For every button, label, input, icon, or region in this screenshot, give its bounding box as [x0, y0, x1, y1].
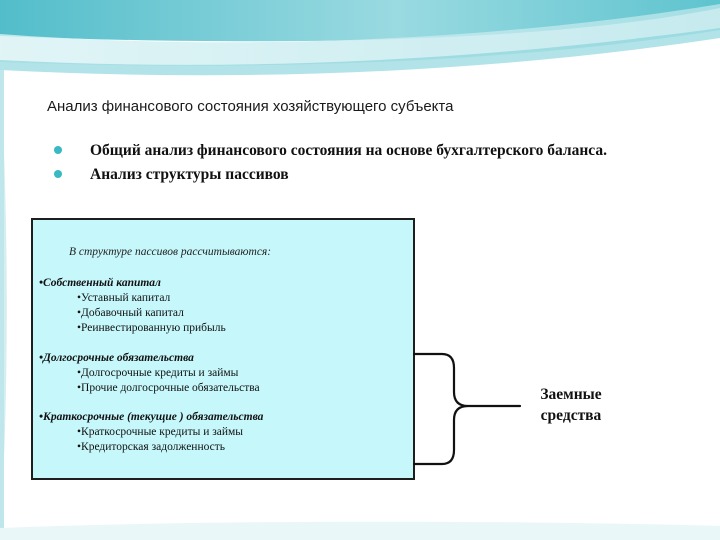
bullet-text: Анализ структуры пассивов — [90, 166, 289, 183]
slide-title: Анализ финансового состояния хозяйствующ… — [47, 98, 454, 115]
borrowed-funds-label: Заемные средства — [526, 384, 616, 426]
group-item: •Долгосрочные кредиты и займы — [77, 367, 239, 379]
borrowed-line: Заемные — [540, 386, 602, 403]
bullet-item: Общий анализ финансового состояния на ос… — [40, 140, 690, 162]
equity-group: •Собственный капитал •Уставный капитал •… — [39, 276, 226, 336]
group-item: •Уставный капитал — [77, 292, 171, 304]
bullet-item: Анализ структуры пассивов — [40, 164, 690, 186]
bullet-dot-icon — [54, 146, 62, 154]
bullet-text: Общий анализ финансового состояния на ос… — [90, 142, 607, 159]
liabilities-structure-box: В структуре пассивов рассчитываются: •Со… — [31, 218, 415, 480]
group-heading: •Собственный капитал — [39, 277, 161, 289]
bullet-dot-icon — [54, 170, 62, 178]
group-item: •Прочие долгосрочные обязательства — [77, 382, 260, 394]
group-item: •Реинвестированную прибыль — [77, 322, 226, 334]
group-item: •Кредиторская задолженность — [77, 441, 226, 453]
short-term-group: •Краткосрочные (текущие ) обязательства … — [39, 410, 263, 455]
group-heading: •Долгосрочные обязательства — [39, 352, 194, 364]
group-item: •Краткосрочные кредиты и займы — [77, 426, 244, 438]
right-brace-icon — [412, 352, 522, 466]
borrowed-line: средства — [540, 407, 602, 424]
bullet-list: Общий анализ финансового состояния на ос… — [40, 140, 690, 186]
group-item: •Добавочный капитал — [77, 307, 184, 319]
long-term-group: •Долгосрочные обязательства •Долгосрочны… — [39, 351, 260, 396]
group-heading: •Краткосрочные (текущие ) обязательства — [39, 411, 264, 423]
box-intro: В структуре пассивов рассчитываются: — [69, 246, 272, 258]
